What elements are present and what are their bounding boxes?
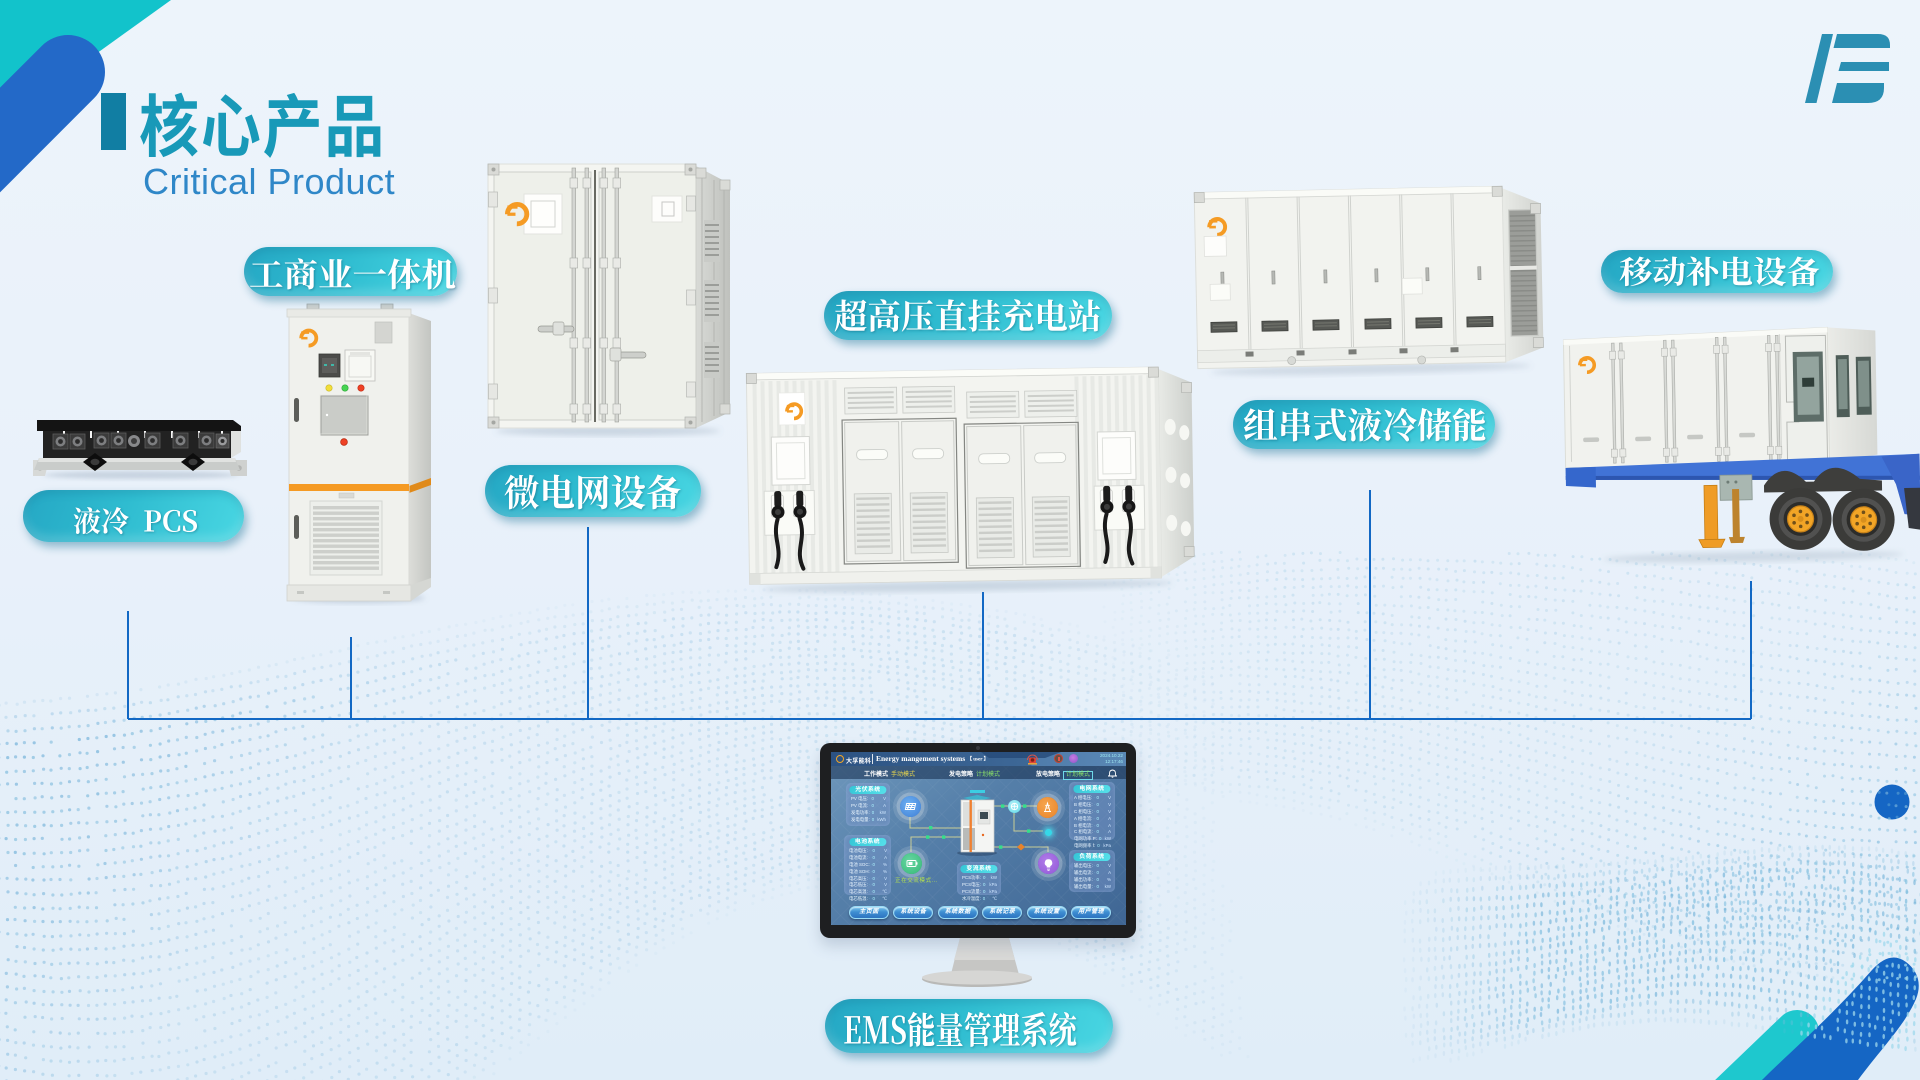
panel-row: 发电功率:···0kW [851,809,886,815]
panel-row: A 相电压:···0V [1074,795,1111,800]
product-ci-all-in-one-cabinet [283,300,435,606]
node-glyphs [904,801,1053,871]
product-uhv-charging-station [744,360,1200,597]
panel-row: 电池电压:···0V [849,848,887,853]
panel-row: 电网功率 P:···0kW [1074,836,1111,842]
screen-title: Energy mangement systems 【 user 】 [876,754,989,763]
screen-button[interactable]: 系统设置 [1026,906,1067,919]
screen-brand: 大孚能科 [846,758,872,765]
panel-row: B 相电流:···0A [1074,822,1111,828]
panel-row: 电芯低温:···0℃ [849,896,887,902]
screen-statusbar: 工作模式手动模式 发电策略计划模式 放电策略计划模式 [831,766,1126,780]
panel-row: 水冷温度:···0℃ [962,895,997,901]
panel-row: 输出功率:···0% [1074,876,1111,882]
title-accent-bar [101,93,126,150]
label-string-storage: 组串式液冷储能 [1233,400,1495,449]
screen-button[interactable]: 系统记录 [982,906,1023,919]
panel-row: 电芯高压:···0V [849,875,887,881]
status-discharge-strategy: 放电策略计划模式 [1036,769,1094,780]
panel-row: 输出电量:···0kW [1074,883,1111,889]
label-microgrid-equipment: 微电网设备 [485,465,701,517]
screen-brand-logo [836,754,844,763]
panel-pcs: 变流系统 PCS功率:···0kWPCS电压:···0kPaPCS流量:···0… [957,862,1001,901]
panel-row: B 相电压:···0V [1074,801,1111,807]
bell-icon[interactable] [1108,768,1117,778]
page-title [140,92,381,158]
screen-button[interactable]: 主页面 [849,906,889,919]
panel-grid: 电网系统 A 相电压:···0VB 相电压:···0VC 相电压:···0VA … [1069,782,1115,848]
warning-icon[interactable] [1054,754,1063,763]
screen-buttons: 主页面系统设备系统数据系统记录系统设置用户管理 [849,906,1112,920]
panel-row: 电芯高温:···0℃ [849,889,887,895]
panel-row: 输出电流:···0A [1074,869,1111,875]
label-ci-all-in-one: 工商业一体机 [244,247,457,296]
monitor-camera-dot [976,746,980,750]
corner-decor-bottom-right [1715,784,1919,1080]
product-microgrid-container [486,160,734,438]
panel-row: 输出电压:···0V [1074,863,1111,868]
alarm-icon[interactable] [1026,754,1039,765]
running-status-text: 正在交流模式... [895,878,938,884]
panel-row: C 相电流:···0A [1074,829,1111,835]
company-logo [1805,34,1890,103]
product-string-storage-container [1192,177,1548,380]
corner-decor-top-left [0,0,171,193]
label-mobile-recharging: 移动补电设备 [1601,250,1833,293]
panel-row: C 相电压:···0V [1074,808,1111,814]
ems-screen: 大孚能科 Energy mangement systems 【 user 】 2… [831,752,1126,925]
screen-header: 大孚能科 Energy mangement systems 【 user 】 2… [831,752,1126,766]
user-avatar-icon[interactable] [1069,754,1078,763]
panel-row: PV 电压:···0V [851,796,886,801]
label-liquid-cooled-pcs: 液冷 PCS [23,490,244,542]
product-mobile-recharging-trailer [1549,284,1920,575]
panel-row: 电池 SOC:···0% [849,861,887,867]
status-gen-strategy: 发电策略计划模式 [949,772,1001,778]
screen-button[interactable]: 用户管理 [1071,906,1112,919]
screen-button[interactable]: 系统数据 [937,906,978,919]
panel-row: 电池 SOH:···0% [849,868,887,874]
pv-node-icon [900,796,921,817]
screen-flow-lines [909,790,1049,856]
glow-dot [1045,829,1052,836]
monitor-base [922,970,1032,987]
label-uhv-charging-station: 超高压直挂充电站 [824,291,1112,340]
screen-button[interactable]: 系统设备 [893,906,934,919]
status-work-mode: 工作模式手动模式 [864,772,916,778]
panel-row: PV 电流:···0A [851,802,886,808]
product-liquid-cooled-pcs [33,418,253,482]
grid-node-icon [1037,797,1058,818]
panel-load: 负荷系统 输出电压:···0V输出电流:···0A输出功率:···0%输出电量:… [1069,850,1115,892]
panel-row: 电芯低压:···0V [849,882,887,888]
panel-row: A 相电流:···0A [1074,815,1111,821]
ems-monitor: 大孚能科 Energy mangement systems 【 user 】 2… [820,742,1138,992]
screen-header-divider [872,754,873,764]
label-ems: EMS能量管理系统 [825,999,1113,1053]
panel-row: 电池电流:···0A [849,854,887,860]
screen-user: 【 user 】 [967,757,989,763]
page-subtitle: Critical Product [143,161,396,202]
panel-row: PCS功率:···0kW [962,875,997,880]
